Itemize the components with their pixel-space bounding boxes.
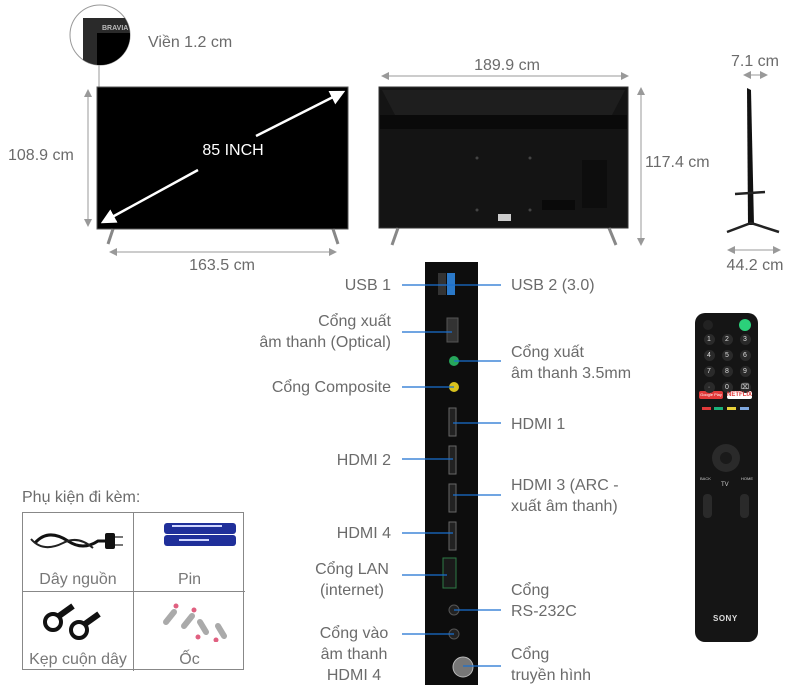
- bezel-label: Viền 1.2 cm: [148, 34, 233, 51]
- remote-netflix-button[interactable]: NETFLIX: [727, 392, 752, 398]
- port-panel: [425, 262, 478, 685]
- remote-google-play-button[interactable]: Google Play: [700, 392, 722, 397]
- accessory-screws: Ốc: [134, 592, 245, 671]
- remote-back-button[interactable]: BACK: [700, 476, 711, 481]
- accessory-label: Pin: [177, 571, 202, 588]
- remote-number-pad: 1 2 3 4 5 6 7 8 9 · 0 ⌧: [700, 334, 754, 393]
- port-label-hdmi1: HDMI 1: [511, 416, 566, 433]
- port-label-hdmi2: HDMI 2: [336, 452, 391, 469]
- remote-key-1[interactable]: 1: [703, 334, 715, 345]
- cable-clip-icon: [43, 603, 101, 640]
- remote-key-8[interactable]: 8: [721, 366, 733, 377]
- stand-depth-label: 44.2 cm: [726, 257, 784, 274]
- tv-front: [84, 86, 349, 256]
- power-cord-icon: [30, 533, 123, 549]
- bezel-zoom: BRAVIA: [69, 4, 131, 87]
- tv-side: [726, 71, 781, 254]
- remote-key-2[interactable]: 2: [721, 334, 733, 345]
- remote-key-6[interactable]: 6: [739, 350, 751, 361]
- port-label-lan: Cổng LAN(internet): [315, 561, 389, 599]
- tv-back: [378, 72, 645, 246]
- accessory-power-cord: Dây nguồn: [23, 513, 134, 592]
- remote-key-7[interactable]: 7: [703, 366, 715, 377]
- accessory-battery: Pin: [134, 513, 245, 592]
- accessory-cable-clip: Kẹp cuộn dây: [23, 592, 134, 671]
- remote-brand-logo: SONY: [713, 614, 738, 623]
- port-label-hdmi3-arc: HDMI 3 (ARC -xuất âm thanh): [511, 477, 619, 515]
- remote-key-0[interactable]: 0: [721, 382, 733, 393]
- port-label-usb1: USB 1: [344, 277, 391, 294]
- accessories-title: Phụ kiện đi kèm:: [22, 489, 141, 506]
- accessory-label: Ốc: [179, 651, 200, 668]
- side-depth-label: 7.1 cm: [730, 53, 780, 70]
- remote-home-button[interactable]: HOME: [741, 476, 753, 481]
- remote-key-4[interactable]: 4: [703, 350, 715, 361]
- remote-key-3[interactable]: 3: [739, 334, 751, 345]
- back-width-label: 189.9 cm: [474, 57, 540, 74]
- accessory-label: Dây nguồn: [39, 571, 117, 588]
- callout-lines: [402, 284, 501, 667]
- port-label-composite: Cổng Composite: [271, 379, 391, 396]
- screen-size-label: 85 INCH: [202, 142, 264, 159]
- port-label-usb2: USB 2 (3.0): [511, 277, 595, 294]
- accessories-table: Dây nguồn Pin Kẹp cuộn dây Ốc: [22, 512, 245, 671]
- remote-key-5[interactable]: 5: [721, 350, 733, 361]
- remote-control: [695, 313, 758, 642]
- back-height-label: 117.4 cm: [645, 154, 710, 171]
- front-height-label: 108.9 cm: [8, 147, 74, 164]
- svg-text:BRAVIA: BRAVIA: [102, 25, 128, 32]
- port-label-hdmi4: HDMI 4: [336, 525, 391, 542]
- remote-key-text[interactable]: ⌧: [739, 382, 751, 393]
- screw-icon: [163, 603, 227, 642]
- remote-key-9[interactable]: 9: [739, 366, 751, 377]
- remote-tv-button[interactable]: TV: [721, 482, 729, 488]
- front-width-label: 163.5 cm: [189, 257, 255, 274]
- battery-icon: [164, 523, 236, 546]
- accessory-label: Kẹp cuộn dây: [29, 651, 127, 668]
- remote-key-dot[interactable]: ·: [703, 382, 715, 393]
